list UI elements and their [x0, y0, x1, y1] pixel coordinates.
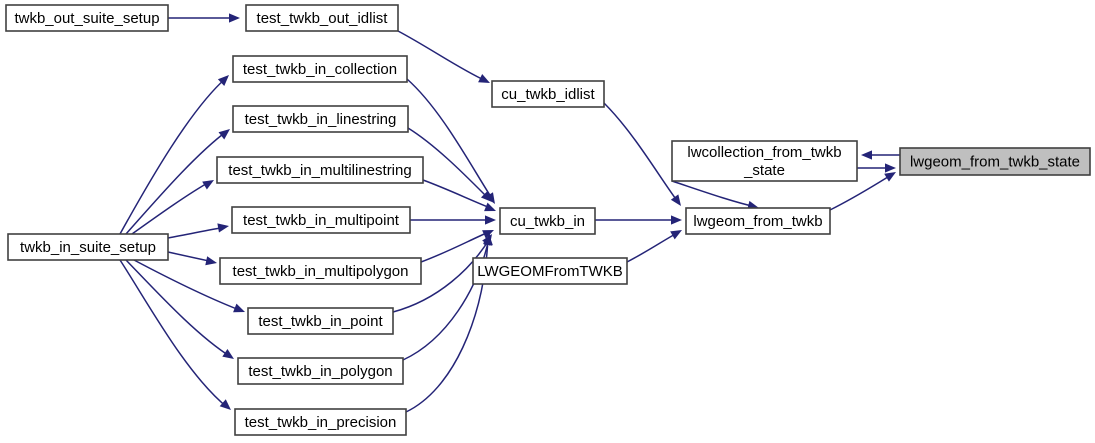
node-test_twkb_in_collection[interactable]: test_twkb_in_collection — [232, 55, 408, 83]
arrow-head — [205, 256, 217, 266]
node-lwgeom_from_twkb_state[interactable]: lwgeom_from_twkb_state — [899, 147, 1091, 176]
arrow-head — [885, 163, 896, 173]
node-cu_twkb_in[interactable]: cu_twkb_in — [499, 207, 596, 235]
node-box[interactable] — [234, 408, 407, 436]
node-test_twkb_in_polygon[interactable]: test_twkb_in_polygon — [237, 357, 404, 385]
node-box[interactable] — [216, 156, 424, 184]
edge-twkb_in_suite_setup-to-test_twkb_in_multipolygon — [167, 251, 217, 266]
edge-twkb_in_suite_setup-to-test_twkb_in_precision — [119, 259, 231, 410]
edge-cu_twkb_in-to-lwgeom_from_twkb — [595, 215, 682, 225]
node-box[interactable] — [472, 257, 628, 285]
node-box[interactable] — [232, 55, 408, 83]
node-box[interactable] — [685, 207, 831, 235]
arrow-head — [222, 349, 234, 359]
node-LWGEOMFromTWKB[interactable]: LWGEOMFromTWKB — [472, 257, 628, 285]
node-twkb_in_suite_setup[interactable]: twkb_in_suite_setup — [7, 233, 169, 261]
edge-twkb_in_suite_setup-to-test_twkb_in_point — [133, 259, 245, 313]
edges-layer — [119, 13, 900, 413]
node-twkb_out_suite_setup[interactable]: twkb_out_suite_setup — [5, 4, 169, 32]
arrow-head — [219, 399, 231, 410]
edge-cu_twkb_idlist-to-lwgeom_from_twkb — [603, 102, 681, 206]
node-lwgeom_from_twkb[interactable]: lwgeom_from_twkb — [685, 207, 831, 235]
edge-test_twkb_in_multipolygon-to-cu_twkb_in — [420, 230, 494, 263]
node-box[interactable] — [7, 233, 169, 261]
node-test_twkb_in_multilinestring[interactable]: test_twkb_in_multilinestring — [216, 156, 424, 184]
edge-test_twkb_in_polygon-to-cu_twkb_in — [402, 234, 492, 361]
edge-lwcollection_from_twkb_state-to-lwgeom_from_twkb_state — [857, 163, 896, 173]
arrow-head — [217, 75, 229, 86]
arrow-head — [485, 215, 496, 225]
node-test_twkb_in_linestring[interactable]: test_twkb_in_linestring — [232, 105, 409, 133]
nodes-layer: twkb_out_suite_setup test_twkb_out_idlist… — [5, 4, 1091, 436]
edge-lwcollection_from_twkb_state-to-lwgeom_from_twkb — [671, 180, 759, 210]
node-box[interactable] — [499, 207, 596, 235]
edge-LWGEOMFromTWKB-to-lwgeom_from_twkb — [626, 230, 682, 263]
arrow-head — [202, 180, 214, 190]
arrow-head — [861, 150, 872, 160]
edge-test_twkb_in_collection-to-cu_twkb_in — [406, 78, 495, 204]
arrow-head — [670, 230, 682, 240]
arrow-head — [229, 13, 240, 23]
edge-test_twkb_in_linestring-to-cu_twkb_in — [407, 127, 492, 202]
arrow-head — [482, 230, 494, 239]
edge-lwgeom_from_twkb-to-lwgeom_from_twkb_state — [829, 172, 896, 211]
node-box[interactable] — [247, 307, 394, 335]
node-box[interactable] — [671, 140, 858, 182]
arrow-head — [884, 172, 896, 182]
node-box[interactable] — [491, 80, 605, 108]
edge-test_twkb_in_multipoint-to-cu_twkb_in — [410, 215, 496, 225]
node-test_twkb_in_multipolygon[interactable]: test_twkb_in_multipolygon — [219, 257, 422, 285]
node-box[interactable] — [232, 105, 409, 133]
node-test_twkb_out_idlist[interactable]: test_twkb_out_idlist — [245, 4, 399, 32]
arrow-head — [671, 215, 682, 225]
node-box[interactable] — [219, 257, 422, 285]
edge-twkb_in_suite_setup-to-test_twkb_in_collection — [119, 75, 229, 235]
edge-twkb_in_suite_setup-to-test_twkb_in_linestring — [125, 129, 230, 235]
edge-lwgeom_from_twkb_state-to-lwcollection_from_twkb_state — [861, 150, 900, 160]
edge-twkb_in_suite_setup-to-test_twkb_in_multipoint — [167, 223, 229, 239]
arrow-head — [483, 234, 493, 246]
arrow-head — [480, 190, 492, 202]
node-cu_twkb_idlist[interactable]: cu_twkb_idlist — [491, 80, 605, 108]
node-box[interactable] — [245, 4, 399, 32]
edge-twkb_in_suite_setup-to-test_twkb_in_multilinestring — [131, 180, 214, 235]
arrow-head — [218, 129, 230, 140]
node-box[interactable] — [231, 206, 411, 234]
arrow-head — [217, 223, 229, 233]
node-box[interactable] — [5, 4, 169, 32]
edge-test_twkb_out_idlist-to-cu_twkb_idlist — [397, 30, 490, 83]
node-test_twkb_in_point[interactable]: test_twkb_in_point — [247, 307, 394, 335]
arrow-head — [233, 303, 245, 313]
edge-twkb_in_suite_setup-to-test_twkb_in_polygon — [125, 259, 234, 359]
arrow-head — [670, 194, 681, 206]
node-box[interactable] — [899, 147, 1091, 176]
edge-twkb_out_suite_setup-to-test_twkb_out_idlist — [168, 13, 240, 23]
node-test_twkb_in_precision[interactable]: test_twkb_in_precision — [234, 408, 407, 436]
node-lwcollection_from_twkb_state[interactable]: lwcollection_from_twkb_state — [671, 140, 858, 182]
edge-test_twkb_in_multilinestring-to-cu_twkb_in — [422, 179, 496, 212]
arrow-head — [484, 202, 496, 212]
node-box[interactable] — [237, 357, 404, 385]
arrow-head — [478, 74, 490, 83]
node-test_twkb_in_multipoint[interactable]: test_twkb_in_multipoint — [231, 206, 411, 234]
